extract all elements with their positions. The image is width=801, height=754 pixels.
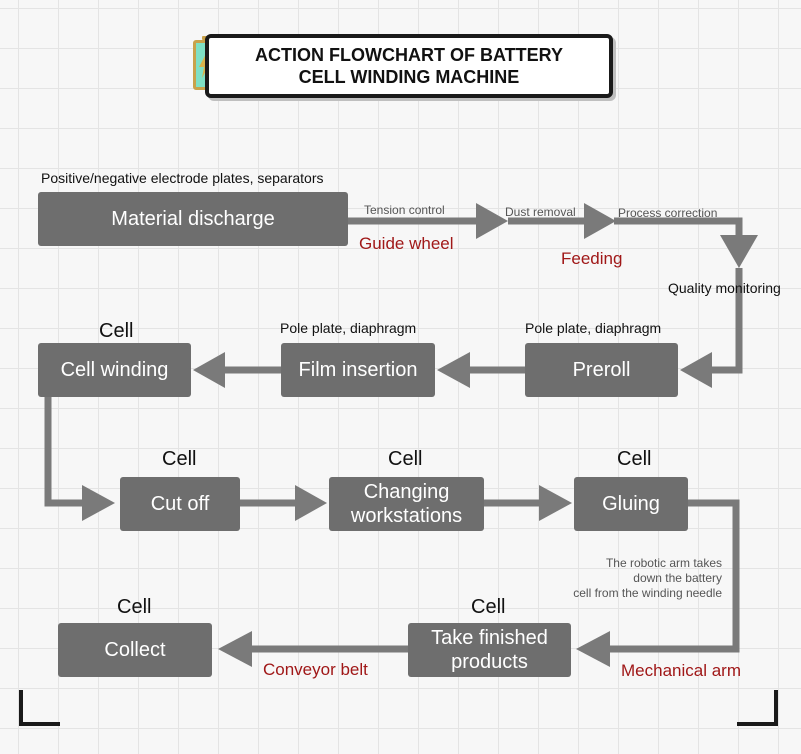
title-line-1: ACTION FLOWCHART OF BATTERY	[255, 45, 563, 65]
arrowhead	[193, 352, 225, 388]
mechanical-arm-label: Mechanical arm	[621, 661, 741, 680]
input-materials-label: Positive/negative electrode plates, sepa…	[41, 170, 324, 186]
arrowhead	[82, 485, 115, 521]
pole-plate-label-preroll: Pole plate, diaphragm	[525, 320, 662, 336]
node-collect: Collect	[58, 623, 212, 677]
arrowhead	[539, 485, 572, 521]
node-label-line-1: Take finished	[431, 627, 548, 649]
node-gluing: Gluing	[574, 477, 688, 531]
node-label: Collect	[104, 639, 166, 661]
node-film-insertion: Film insertion	[281, 343, 435, 397]
node-material-discharge: Material discharge	[38, 192, 348, 246]
dust-removal-label: Dust removal	[505, 205, 576, 219]
robotic-note-line-1: The robotic arm takes	[605, 556, 722, 570]
node-label: Cut off	[150, 493, 210, 515]
arrowhead	[476, 203, 508, 239]
cell-label-collect: Cell	[117, 596, 152, 618]
node-label: Cell winding	[60, 359, 169, 381]
arrowhead	[576, 631, 610, 667]
node-label-line-1: Changing	[363, 481, 450, 503]
guide-wheel-label: Guide wheel	[359, 234, 454, 253]
node-label-line-2: workstations	[350, 505, 463, 527]
node-preroll: Preroll	[525, 343, 678, 397]
cell-label-cutoff: Cell	[162, 448, 197, 470]
node-cell-winding: Cell winding	[38, 343, 191, 397]
node-label: Gluing	[602, 493, 660, 515]
arrowhead	[437, 352, 470, 388]
robotic-note-line-3: cell from the winding needle	[573, 586, 722, 600]
arrowhead	[218, 631, 252, 667]
robotic-note-line-2: down the battery	[633, 571, 722, 585]
node-take-finished-products: Take finished products	[408, 623, 571, 677]
pole-plate-label-film: Pole plate, diaphragm	[280, 320, 417, 336]
title-box: ACTION FLOWCHART OF BATTERY CELL WINDING…	[205, 34, 613, 98]
arrowhead	[720, 235, 758, 268]
robotic-arm-note: The robotic arm takes down the battery c…	[573, 556, 722, 601]
arrowhead	[680, 352, 712, 388]
node-label: Film insertion	[298, 359, 418, 381]
connector-monitor-preroll	[712, 268, 743, 374]
node-label: Material discharge	[111, 208, 275, 230]
node-label-line-2: products	[451, 651, 528, 673]
connector-gluing-take	[610, 499, 740, 653]
process-correction-label: Process correction	[618, 206, 718, 220]
arrowhead	[295, 485, 327, 521]
conveyor-belt-label: Conveyor belt	[263, 660, 368, 679]
corner-bracket-left	[19, 690, 60, 726]
arrowhead	[584, 203, 616, 239]
node-label: Preroll	[572, 359, 631, 381]
title-line-2: CELL WINDING MACHINE	[298, 67, 520, 87]
cell-label-take: Cell	[471, 596, 506, 618]
cell-label-changing: Cell	[388, 448, 423, 470]
corner-bracket-right	[737, 690, 778, 726]
cell-label-winding: Cell	[99, 320, 134, 342]
connector-winding-cutoff	[44, 397, 82, 507]
cell-label-gluing: Cell	[617, 448, 652, 470]
quality-monitoring-label: Quality monitoring	[668, 280, 781, 296]
tension-control-label: Tension control	[364, 203, 445, 217]
node-cut-off: Cut off	[120, 477, 240, 531]
node-changing-workstations: Changing workstations	[329, 477, 484, 531]
feeding-label: Feeding	[561, 249, 623, 268]
connector-feeding-monitor	[614, 217, 743, 240]
